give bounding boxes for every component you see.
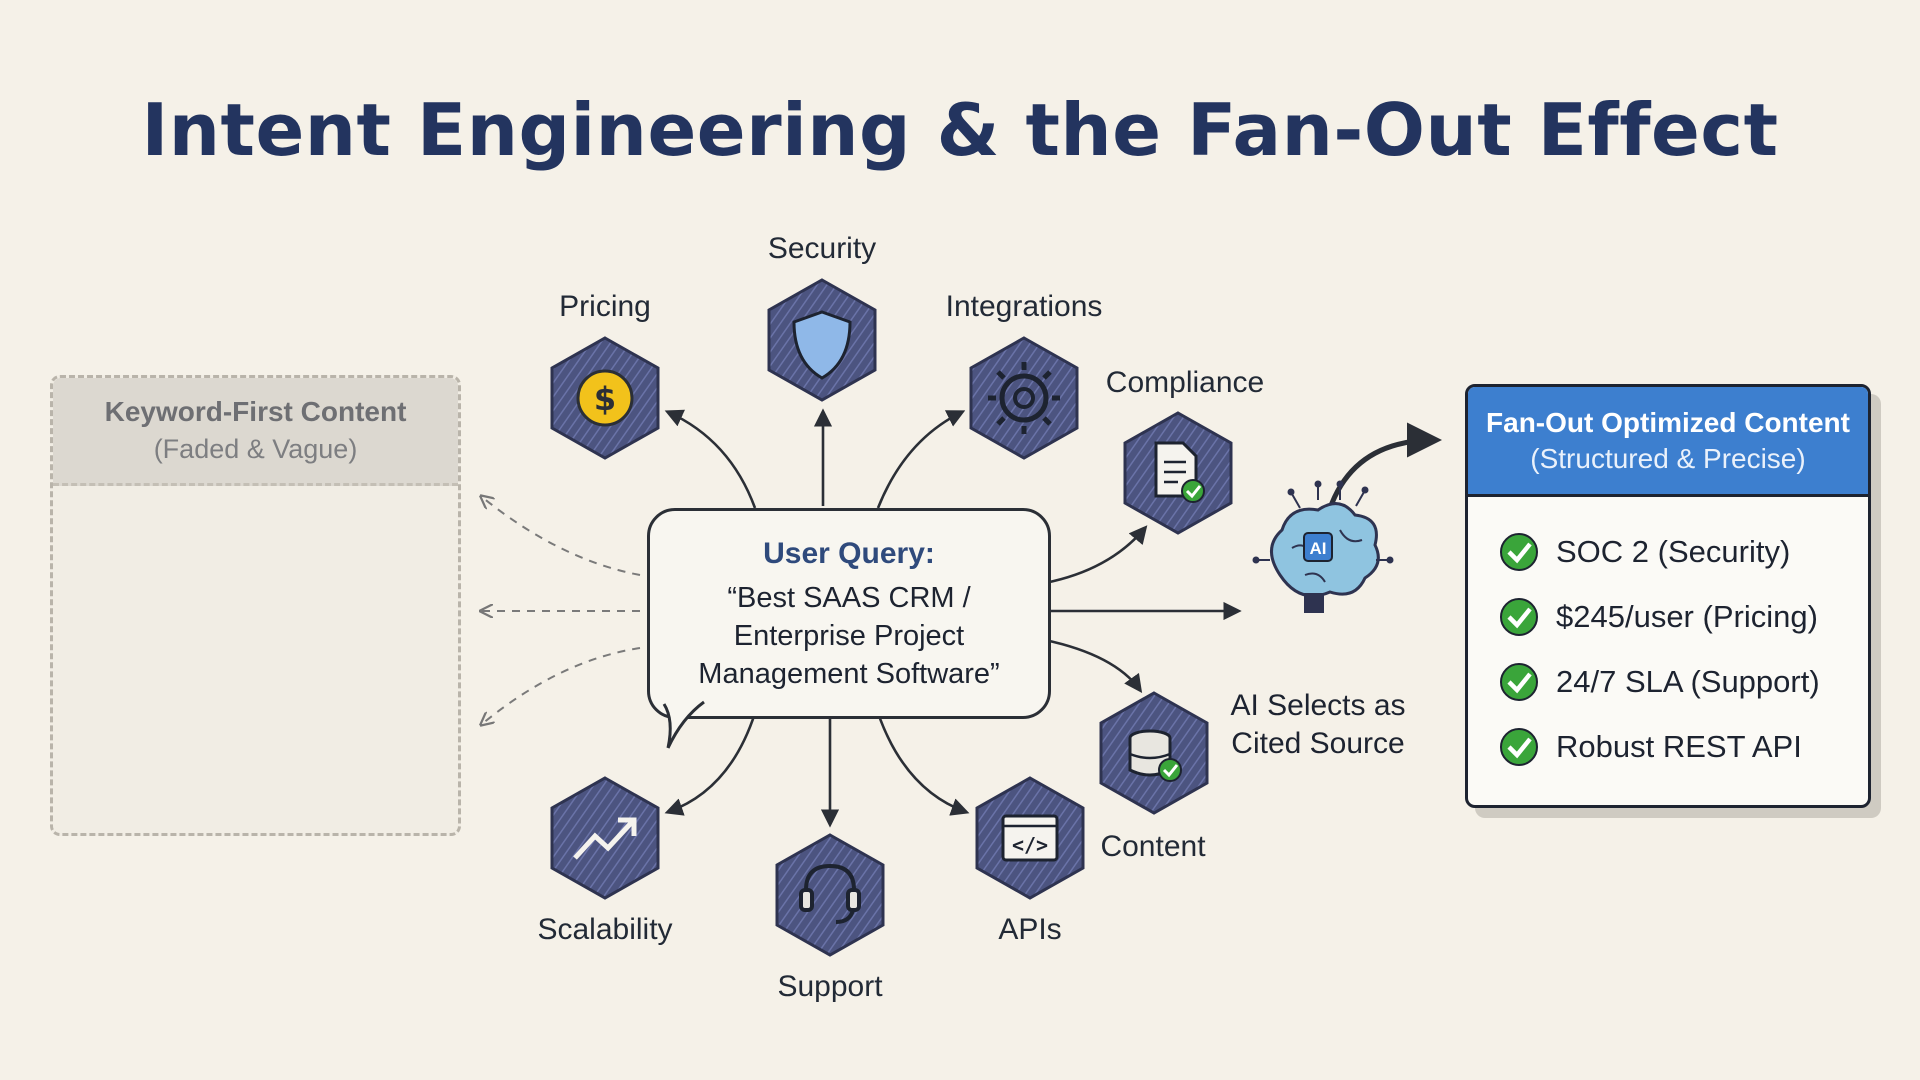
checklist-item: 24/7 SLA (Support) [1498, 657, 1820, 707]
checklist-text: 24/7 SLA (Support) [1556, 664, 1820, 699]
gear-icon [988, 362, 1060, 434]
node-compliance [1123, 411, 1233, 535]
node-integrations [969, 336, 1079, 460]
node-scalability [550, 776, 660, 900]
page-title: Intent Engineering & the Fan-Out Effect [141, 88, 1779, 172]
label-pricing: Pricing [559, 290, 651, 323]
svg-text:</>: </> [1012, 833, 1048, 857]
faded-arrows [482, 497, 641, 724]
checklist-text: Robust REST API [1556, 729, 1802, 764]
speech-bubble-tail [660, 700, 705, 749]
keyword-first-panel: Keyword-First Content (Faded & Vague) [50, 375, 461, 836]
checkmark-icon [1500, 728, 1538, 766]
checklist-text: $245/user (Pricing) [1556, 599, 1818, 634]
keyword-first-title: Keyword-First Content [104, 396, 407, 427]
trend-arrow-icon [573, 817, 637, 860]
node-support [775, 833, 885, 957]
checkmark-icon [1500, 663, 1538, 701]
user-query-bubble: User Query: “Best SAAS CRM / Enterprise … [647, 508, 1051, 719]
checkmark-icon [1500, 533, 1538, 571]
checklist-item: $245/user (Pricing) [1498, 592, 1818, 642]
document-check-icon [1154, 441, 1205, 503]
ai-caption-line1: AI Selects as [1230, 689, 1406, 722]
ai-caption: AI Selects as Cited Source [1230, 687, 1405, 763]
label-integrations: Integrations [945, 290, 1103, 323]
label-security: Security [767, 232, 877, 265]
label-apis: APIs [998, 913, 1062, 946]
label-support: Support [777, 970, 883, 1003]
ai-brain-icon: AI [1252, 480, 1394, 613]
ai-caption-line2: Cited Source [1231, 727, 1405, 760]
fan-out-optimized-title: Fan-Out Optimized Content [1486, 407, 1850, 438]
checklist-item: SOC 2 (Security) [1498, 527, 1790, 577]
checkmark-icon [1500, 598, 1538, 636]
node-security [767, 278, 877, 402]
code-window-icon: </> [1001, 814, 1059, 862]
label-compliance: Compliance [1105, 366, 1265, 399]
ai-badge: AI [1310, 539, 1327, 558]
keyword-first-header: Keyword-First Content (Faded & Vague) [53, 378, 458, 486]
user-query-text: “Best SAAS CRM / Enterprise Project Mana… [698, 582, 1000, 690]
node-apis: </> [975, 776, 1085, 900]
label-content: Content [1100, 830, 1206, 863]
label-scalability: Scalability [537, 913, 673, 946]
svg-text:$: $ [594, 380, 616, 418]
headset-icon [799, 863, 861, 924]
keyword-first-subtitle: (Faded & Vague) [153, 434, 358, 464]
user-query-label: User Query: [763, 537, 935, 570]
node-content [1099, 691, 1209, 815]
fan-out-optimized-panel: Fan-Out Optimized Content (Structured & … [1465, 384, 1871, 808]
shield-icon [792, 310, 852, 380]
checklist-text: SOC 2 (Security) [1556, 534, 1791, 569]
fan-out-optimized-subtitle: (Structured & Precise) [1530, 443, 1806, 474]
checklist-item: Robust REST API [1498, 722, 1802, 772]
dollar-coin-icon: $ [576, 369, 634, 427]
fan-out-optimized-header: Fan-Out Optimized Content (Structured & … [1468, 387, 1868, 497]
database-check-icon [1128, 729, 1182, 782]
node-pricing: $ [550, 336, 660, 460]
